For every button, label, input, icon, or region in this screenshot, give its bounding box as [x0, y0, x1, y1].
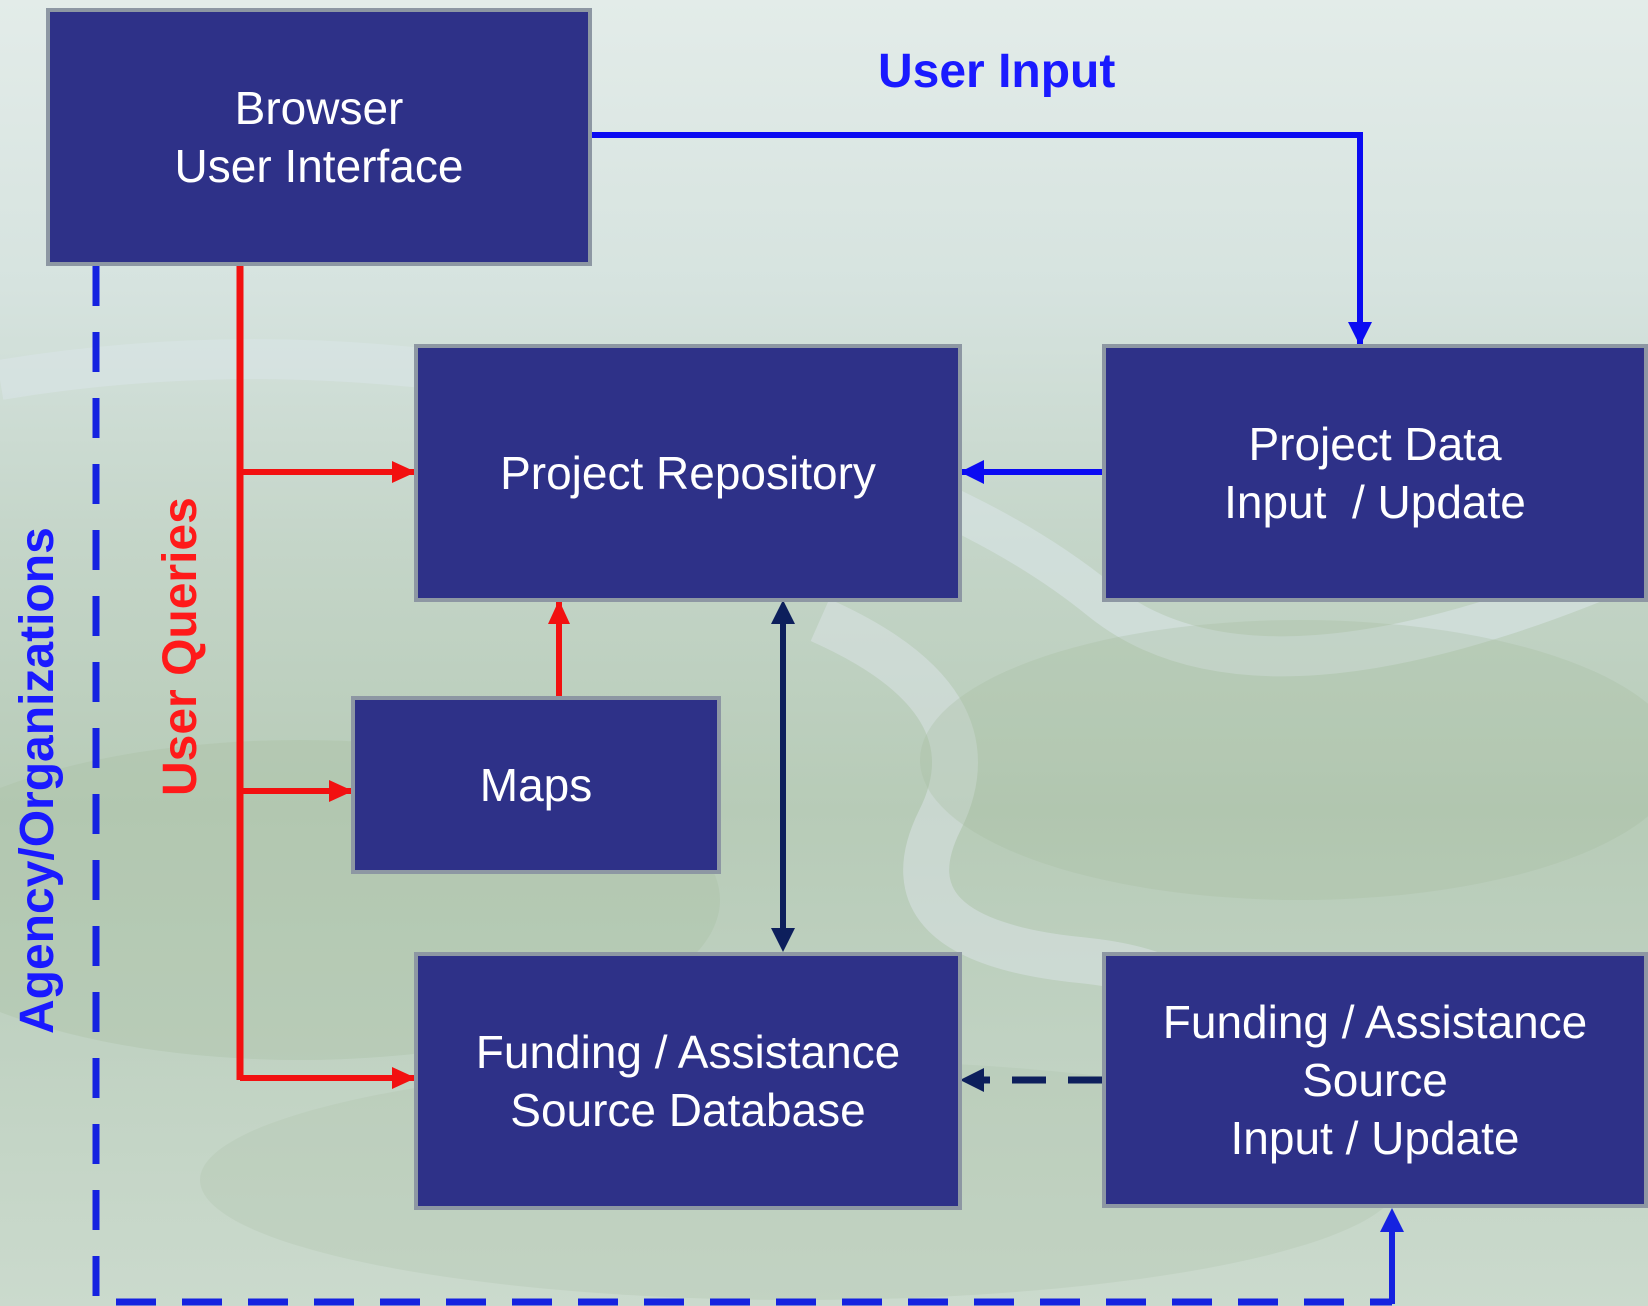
- funding-input-line2: Source: [1302, 1054, 1448, 1106]
- browser-ui-box: Browser User Interface: [46, 8, 592, 266]
- funding-input-line3: Input / Update: [1230, 1112, 1520, 1164]
- project-data-input-line2: Input / Update: [1224, 476, 1526, 528]
- funding-database-line1: Funding / Assistance: [475, 1026, 901, 1078]
- project-repository-label: Project Repository: [500, 447, 876, 499]
- maps-box: Maps: [351, 696, 721, 874]
- browser-ui-line2: User Interface: [174, 140, 464, 192]
- repository-link-arrowhead-bottom: [771, 928, 795, 952]
- project-data-input-box: Project Data Input / Update: [1102, 344, 1648, 602]
- funding-database-line2: Source Database: [510, 1084, 866, 1136]
- project-data-input-line1: Project Data: [1248, 418, 1502, 470]
- agency-dashed-connector: [92, 266, 1392, 1306]
- funding-input-arrowhead: [960, 1068, 984, 1092]
- agency-organizations-label: Agency/Organizations: [11, 527, 64, 1034]
- maps-label: Maps: [479, 759, 593, 811]
- user-input-connector: [592, 132, 1372, 346]
- user-input-label: User Input: [878, 45, 1116, 98]
- agency-arrowhead: [1380, 1208, 1404, 1232]
- browser-ui-line1: Browser: [234, 82, 404, 134]
- funding-input-line1: Funding / Assistance: [1162, 996, 1588, 1048]
- funding-input-box: Funding / Assistance Source Input / Upda…: [1102, 952, 1648, 1208]
- user-queries-label: User Queries: [154, 497, 207, 796]
- project-repository-box: Project Repository: [414, 344, 962, 602]
- repository-link-arrowhead-top: [771, 600, 795, 624]
- funding-database-box: Funding / Assistance Source Database: [414, 952, 962, 1210]
